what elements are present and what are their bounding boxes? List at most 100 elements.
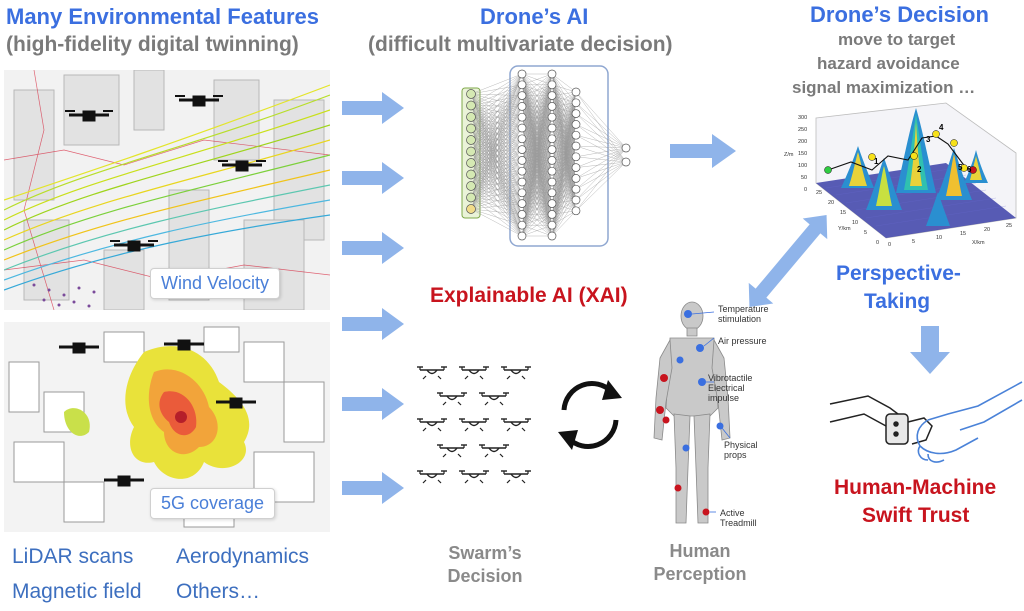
nn-node (571, 87, 581, 97)
nn-connection (470, 128, 523, 226)
arrow-right-2 (342, 162, 404, 194)
y-tick-5: 5 (864, 230, 867, 236)
nn-node (466, 204, 476, 214)
nn-connection (551, 124, 577, 237)
nn-connection (575, 91, 627, 149)
nn-connection (470, 128, 523, 237)
nn-connection (521, 106, 553, 237)
nn-connection (470, 138, 523, 198)
nn-connection (551, 91, 577, 193)
nn-node (517, 156, 527, 165)
nn-connection (521, 117, 553, 237)
handshake-graphic (829, 381, 1023, 463)
nn-connection (470, 160, 523, 164)
nn-connection (521, 73, 553, 150)
swarm-drone-icon (479, 392, 509, 406)
nn-connection (470, 139, 523, 150)
x-tick-5: 5 (912, 239, 915, 245)
nn-connection (470, 128, 523, 193)
perspective-line-2: Taking (864, 290, 931, 313)
swarm-drone-icon (459, 418, 489, 432)
nn-connection (470, 128, 523, 172)
nn-connection (470, 162, 523, 172)
nn-connection (470, 162, 523, 215)
nn-connection (470, 151, 523, 172)
plot-point-1: 1 (874, 157, 879, 166)
nn-connection (470, 139, 523, 237)
nn-connection (470, 117, 523, 175)
swarm-drone-icon (501, 470, 531, 484)
nn-connection (521, 73, 553, 139)
human-label-vibrotactile: Vibrotactile Electrical impulse (708, 373, 752, 403)
nn-connection (575, 113, 627, 149)
arrow-right-5 (342, 388, 404, 420)
nn-connection (470, 105, 523, 193)
nn-connection (521, 95, 553, 237)
nn-connection (470, 93, 523, 183)
nn-connection (551, 135, 577, 237)
nn-node (571, 174, 581, 183)
nn-connection (470, 95, 523, 141)
nn-connection (575, 147, 627, 157)
nn-node (466, 112, 476, 122)
nn-connection (470, 116, 523, 226)
nn-node (571, 141, 581, 151)
nn-connection (470, 84, 523, 95)
nn-node (571, 120, 581, 129)
feature-aerodynamics: Aerodynamics (176, 545, 310, 568)
nn-connection (551, 91, 577, 129)
nn-node (547, 91, 557, 100)
nn-connection (470, 95, 523, 129)
nn-connection (470, 149, 523, 198)
nn-node (466, 181, 476, 191)
nn-connection (470, 139, 523, 183)
nn-connection (470, 197, 523, 204)
arrow-right-4 (342, 308, 404, 340)
nn-connection (470, 185, 523, 204)
nn-connection (470, 106, 523, 141)
y-axis-label: Y/km (838, 226, 851, 232)
nn-connection (575, 161, 627, 211)
nn-node (571, 195, 581, 205)
nn-connection (470, 138, 523, 187)
nn-connection (470, 162, 523, 237)
nn-connection (470, 162, 523, 226)
nn-connection (551, 91, 577, 118)
nn-connection (470, 93, 523, 204)
nn-connection (470, 95, 523, 106)
nn-node (466, 89, 476, 99)
nn-connection (470, 185, 523, 193)
nn-node (571, 206, 581, 216)
x-tick-10: 10 (936, 235, 942, 241)
nn-connection (470, 149, 523, 175)
nn-node (517, 112, 527, 122)
nn-connection (470, 151, 523, 193)
nn-connection (470, 139, 523, 204)
nn-node (466, 146, 476, 157)
nn-connection (470, 138, 523, 210)
nn-connection (470, 105, 523, 215)
nn-connection (470, 116, 523, 204)
nn-connection (470, 151, 523, 226)
nn-connection (521, 73, 553, 107)
nn-connection (470, 192, 523, 198)
nn-connection (470, 160, 523, 187)
nn-connection (551, 91, 577, 237)
nn-connection (470, 93, 523, 161)
swarm-drone-icon (417, 470, 447, 484)
nn-connection (521, 73, 553, 183)
nn-node (517, 91, 527, 100)
nn-node (547, 177, 557, 187)
nn-node (517, 199, 527, 208)
nn-connection (470, 139, 523, 161)
swarm-grid (410, 358, 560, 498)
nn-connection (521, 73, 553, 193)
nn-connection (470, 105, 523, 172)
nn-node (547, 112, 557, 122)
nn-node (517, 220, 527, 230)
nn-connection (575, 147, 627, 179)
nn-connection (470, 117, 523, 129)
nn-connection (470, 162, 523, 204)
nn-connection (470, 84, 523, 118)
nn-node (466, 100, 476, 111)
